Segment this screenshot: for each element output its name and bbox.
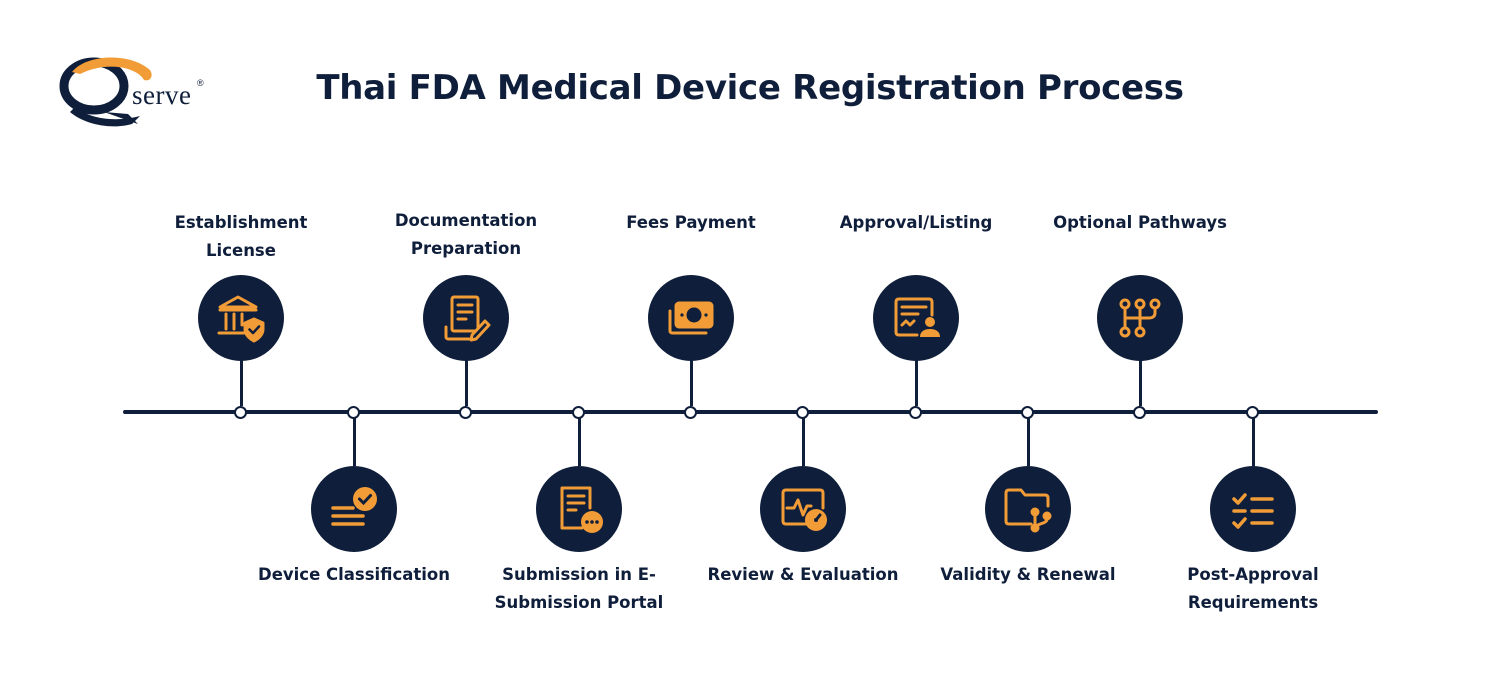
timeline-axis [123,410,1378,414]
document-dots-icon [560,486,603,533]
logo-wordmark: serve [132,80,192,110]
step-label: Fees Payment [626,213,756,232]
step-icon-circle [760,466,846,552]
step-connector [352,418,356,466]
step-icon-circle [985,466,1071,552]
step-icon-circle [536,466,622,552]
qserve-logo-mark-icon [59,57,152,127]
registered-mark: ® [197,78,204,88]
step-icon-circle [198,275,284,361]
step-icon-circle [1097,275,1183,361]
step-label: Post-Approval Requirements [1187,565,1319,612]
step-connector [1251,418,1255,466]
step-connector [689,358,693,406]
branching-paths-icon [1119,298,1161,338]
monitor-chart-icon [781,488,827,531]
document-user-icon [894,297,940,337]
timeline-node [909,406,922,419]
step-connector [1026,418,1030,466]
step-icon-circle [648,275,734,361]
step-label: Validity & Renewal [940,565,1116,584]
bank-shield-icon [217,295,265,343]
list-check-icon [331,487,377,526]
step-icon-circle [873,275,959,361]
folder-branch-icon [1004,488,1052,533]
step-connector [239,358,243,406]
step-label: Documentation Preparation [394,211,538,258]
step-label: Submission in E- Submission Portal [494,565,664,612]
step-label: Approval/Listing [839,213,993,232]
step-label: Device Classification [258,565,450,584]
step-connector [1138,358,1142,406]
step-icon-circle [1210,466,1296,552]
checklist-icon [1232,493,1274,529]
step-icon-circle [311,466,397,552]
step-label: Optional Pathways [1053,213,1227,232]
timeline-node [1133,406,1146,419]
step-label: Establishment License [174,213,308,260]
step-connector [914,358,918,406]
timeline-node [459,406,472,419]
money-bill-icon [668,301,714,335]
step-connector [577,418,581,466]
step-connector [464,358,468,406]
page-title: Thai FDA Medical Device Registration Pro… [316,68,1184,108]
timeline-node [684,406,697,419]
step-connector [801,418,805,466]
step-label: Review & Evaluation [707,565,899,584]
timeline-node [234,406,247,419]
document-pen-icon [444,295,491,342]
step-icon-circle [423,275,509,361]
qserve-logo: serve ® [58,50,218,130]
